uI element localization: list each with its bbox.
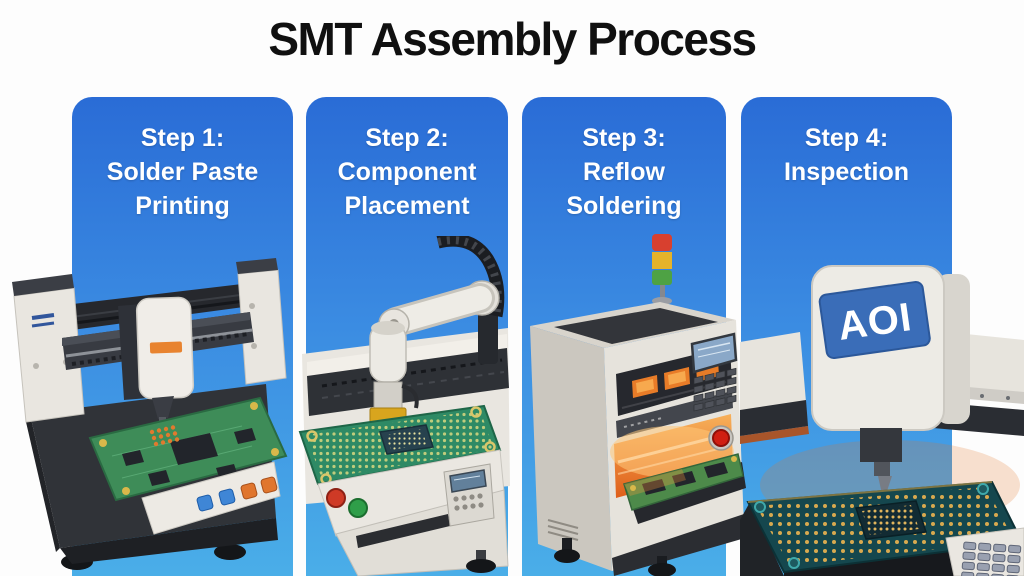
rear-rail [307, 348, 509, 416]
pick-and-place-machine-icon [298, 236, 510, 576]
step-4-name: Inspection [783, 158, 909, 186]
aoi-label-plate [818, 280, 931, 360]
blue-button [196, 494, 214, 512]
printer-left-tower [12, 274, 85, 423]
stop-button [326, 488, 346, 508]
step-1-label: Step 1: [140, 124, 225, 152]
keypad [693, 367, 737, 412]
machine-foot [466, 559, 496, 573]
step-3-name: Reflow Soldering [566, 158, 682, 220]
orange-button [240, 482, 258, 500]
placer-pcb [298, 404, 502, 486]
reflow-oven-icon [530, 234, 746, 576]
printer-right-tower [236, 258, 287, 385]
step-2-name: Component Placement [337, 158, 477, 220]
emergency-stop-button [712, 429, 730, 447]
step-4-header: Step 4: Inspection [741, 97, 952, 189]
dispense-head [118, 296, 195, 460]
exiting-pcb [623, 453, 746, 524]
solder-paste-printer-icon [12, 258, 288, 570]
printer-pcb [88, 396, 288, 502]
step-3-header: Step 3: Reflow Soldering [522, 97, 726, 223]
step-3-label: Step 3: [582, 124, 666, 152]
step-2-header: Step 2: Component Placement [306, 97, 508, 223]
page-title: SMT Assembly Process [268, 13, 757, 65]
aoi-machine-icon: AOI [740, 265, 1024, 576]
step-1-name: Solder Paste Printing [106, 158, 259, 220]
oven-mid-band [616, 391, 733, 438]
robot-arm [369, 280, 500, 460]
solder-paste-dots [149, 425, 180, 447]
placer-front [317, 449, 509, 576]
keypad [961, 541, 1022, 576]
oven-base [554, 514, 745, 576]
aoi-keypad-panel [945, 527, 1024, 576]
printer-control-strip [141, 461, 281, 535]
start-button [348, 498, 368, 518]
step-4-label: Step 4: [804, 124, 889, 152]
orange-button [260, 476, 278, 494]
step-1-header: Step 1: Solder Paste Printing [72, 97, 293, 223]
step-2-label: Step 2: [365, 124, 449, 152]
blue-button [218, 488, 236, 506]
ic-chip [170, 433, 218, 465]
aoi-head: AOI [811, 265, 970, 431]
aoi-label: AOI [835, 295, 915, 349]
signal-tower-icon [652, 234, 672, 305]
oven-control-panel [690, 332, 738, 451]
